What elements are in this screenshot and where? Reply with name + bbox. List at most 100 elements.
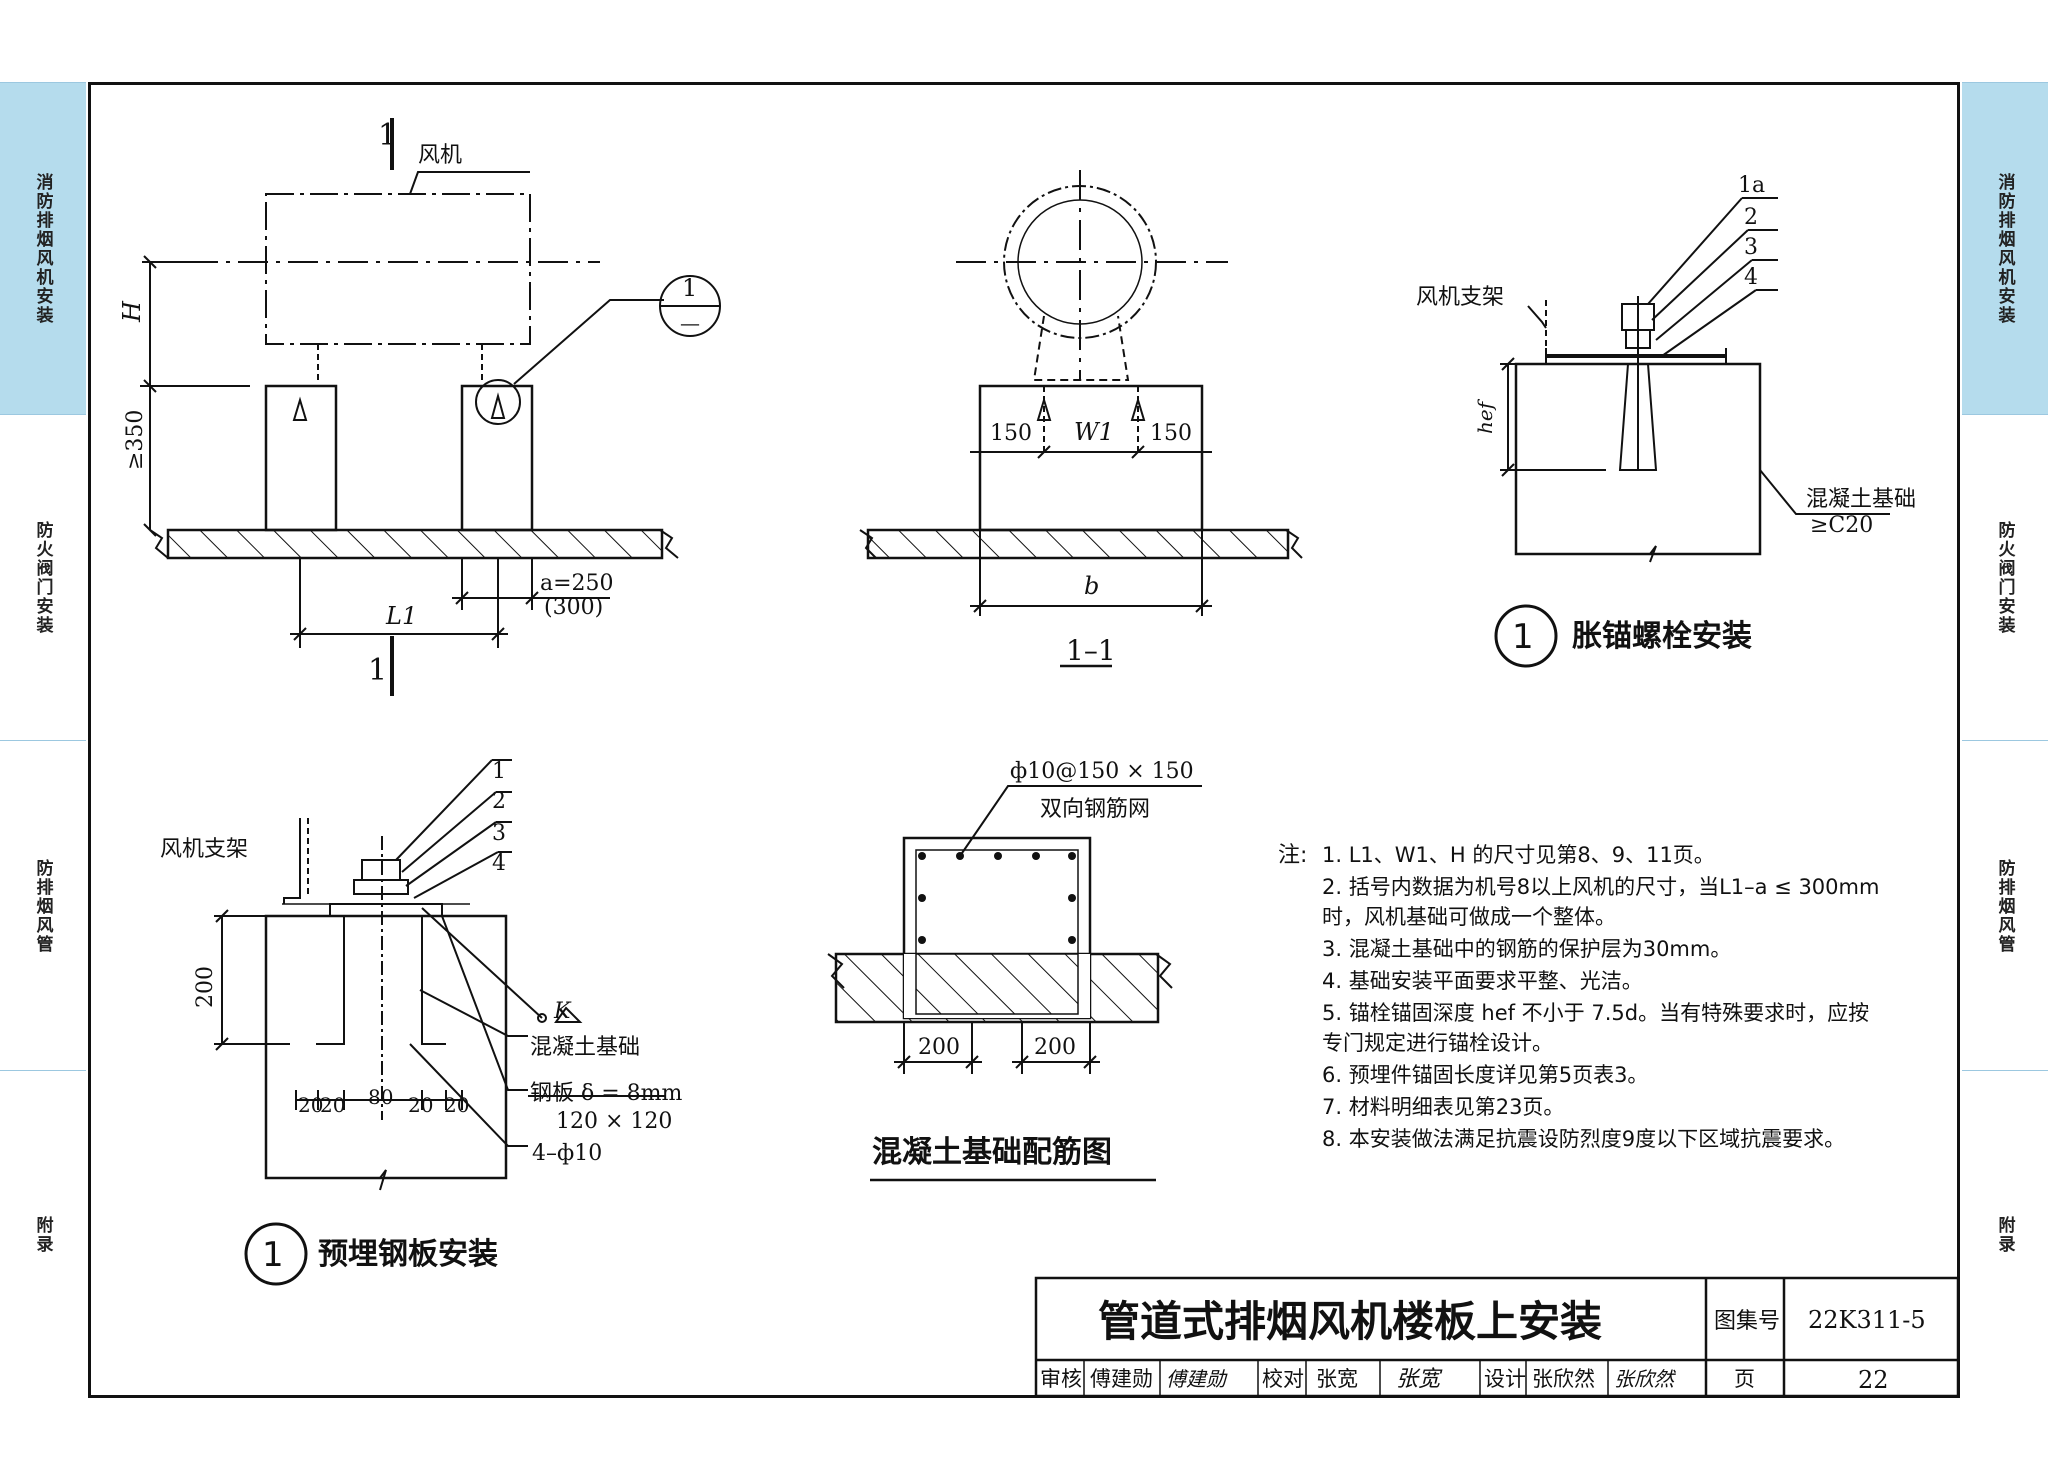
detail-callout-num: 1 (682, 274, 697, 302)
section-anchor-mark (1036, 396, 1052, 421)
note-item: 1. L1、W1、H 的尺寸见第8、9、11页。 (1322, 843, 1715, 867)
anchor-label-2: 2 (1744, 205, 1758, 230)
side-tab-left-appendix[interactable]: 附录 (0, 1070, 86, 1399)
plate-concrete-label: 混凝土基础 (530, 1035, 640, 1060)
note-item: 7. 材料明细表见第23页。 (1322, 1095, 1564, 1119)
side-tab-label: 附录 (1994, 1216, 2015, 1254)
side-tab-label: 附录 (32, 1216, 53, 1254)
plate-k-mark: K (553, 999, 572, 1024)
dim-a-alt: (300) (544, 595, 603, 620)
atlas-label: 图集号 (1714, 1309, 1780, 1334)
plate-title-num: 1 (262, 1235, 284, 1275)
rebar-title: 混凝土基础配筋图 (872, 1135, 1112, 1170)
section-mark-top: 1 (378, 118, 397, 153)
side-tab-left-fan[interactable]: 消防排烟风机安装 (0, 82, 86, 415)
anchor-detail (1494, 197, 1890, 668)
anchor-concrete-label: 混凝土基础 (1806, 487, 1916, 512)
anchor-hef: hef (1473, 398, 1497, 434)
note-item: 5. 锚栓锚固深度 hef 不小于 7.5d。当有特殊要求时，应按 (1322, 1001, 1869, 1025)
note-item: 6. 预埋件锚固长度详见第5页表3。 (1322, 1063, 1648, 1087)
plate-dim-200: 200 (193, 966, 218, 1008)
side-tab-left-duct[interactable]: 防排烟风管 (0, 740, 86, 1071)
side-tab-label: 防火阀门安装 (1994, 521, 2015, 635)
check-signature: 张宽 (1396, 1367, 1443, 1392)
plate-dim-bottom: 20 (320, 1093, 345, 1117)
side-tab-label: 防排烟风管 (32, 858, 53, 954)
section-title: 1–1 (1066, 634, 1116, 667)
anchor-support-label: 风机支架 (1416, 285, 1504, 310)
side-tab-label: 防排烟风管 (1994, 858, 2015, 954)
rebar-dim-right: 200 (1034, 1035, 1076, 1060)
plate-label-3: 3 (492, 821, 506, 846)
plate-label-2: 2 (492, 789, 506, 814)
rebar-desc: 双向钢筋网 (1040, 797, 1150, 822)
elevation-pier-marks (292, 392, 506, 421)
dim-L1: L1 (385, 602, 417, 630)
side-tab-right-valve[interactable]: 防火阀门安装 (1962, 414, 2048, 741)
anchor-title: 胀锚螺栓安装 (1572, 619, 1752, 654)
side-tab-label: 消防排烟风机安装 (32, 173, 53, 325)
rebar-dots (918, 852, 1076, 944)
plate-dim-bottom: 20 (408, 1093, 433, 1117)
note-item: 4. 基础安装平面要求平整、光洁。 (1322, 969, 1643, 993)
drawing-frame (88, 82, 1960, 1398)
plate-detail (214, 759, 666, 1286)
plate-dim-bottom: 20 (298, 1093, 323, 1117)
detail-callout-den: — (680, 311, 700, 335)
side-tab-right-fan[interactable]: 消防排烟风机安装 (1962, 82, 2048, 415)
dim-b: b (1084, 572, 1099, 600)
note-item: 时，风机基础可做成一个整体。 (1322, 905, 1616, 929)
side-tab-label: 消防排烟风机安装 (1994, 173, 2015, 325)
notes: 注: 1. L1、W1、H 的尺寸见第8、9、11页。 2. 括号内数据为机号8… (1278, 843, 1879, 1151)
design-label: 设计 (1484, 1367, 1526, 1391)
plate-label-4: 4 (492, 851, 506, 876)
plate-bars: 4–ф10 (532, 1141, 602, 1166)
note-item: 2. 括号内数据为机号8以上风机的尺寸，当L1–a ≤ 300mm (1322, 875, 1879, 899)
plate-support-label: 风机支架 (160, 837, 248, 862)
title-block-title: 管道式排烟风机楼板上安装 (1098, 1297, 1602, 1346)
notes-header: 注: (1278, 843, 1307, 868)
plate-title: 预埋钢板安装 (318, 1237, 498, 1272)
note-item: 专门规定进行锚栓设计。 (1322, 1031, 1553, 1055)
review-label: 审核 (1040, 1367, 1082, 1391)
anchor-label-4: 4 (1744, 265, 1758, 290)
design-name: 张欣然 (1532, 1367, 1595, 1391)
dim-150-right: 150 (1150, 421, 1192, 446)
side-tab-right-duct[interactable]: 防排烟风管 (1962, 740, 2048, 1071)
page-number: 22 (1858, 1366, 1889, 1394)
side-tab-right-appendix[interactable]: 附录 (1962, 1070, 2048, 1399)
rebar-detail (827, 785, 1202, 1182)
rebar-spec: ф10@150 × 150 (1010, 759, 1194, 784)
review-name: 傅建勋 (1090, 1367, 1153, 1391)
fan-label: 风机 (418, 143, 462, 168)
anchor-grade: ≥C20 (1810, 513, 1873, 538)
atlas-number: 22K311-5 (1808, 1306, 1926, 1334)
plate-size: 120 × 120 (556, 1109, 672, 1134)
section-view (859, 170, 1303, 668)
check-name: 张宽 (1316, 1367, 1358, 1391)
dim-H: H (118, 300, 146, 323)
plate-label-1: 1 (492, 759, 506, 784)
note-item: 8. 本安装做法满足抗震设防烈度9度以下区域抗震要求。 (1322, 1127, 1845, 1151)
note-item: 3. 混凝土基础中的钢筋的保护层为30mm。 (1322, 937, 1731, 961)
anchor-title-num: 1 (1512, 617, 1534, 657)
side-tab-left-valve[interactable]: 防火阀门安装 (0, 414, 86, 741)
design-signature: 张欣然 (1614, 1367, 1677, 1391)
section-mark-bottom: 1 (368, 653, 387, 688)
title-block (1034, 1276, 1960, 1398)
dim-150-left: 150 (990, 421, 1032, 446)
elevation-view (140, 118, 721, 696)
anchor-label-3: 3 (1744, 235, 1758, 260)
anchor-label-1a: 1a (1738, 173, 1765, 198)
dim-W1: W1 (1074, 418, 1114, 446)
plate-dim-bottom: 80 (368, 1085, 393, 1109)
dim-350: ≥350 (123, 410, 148, 470)
review-signature: 傅建勋 (1166, 1367, 1228, 1391)
dim-a: a=250 (540, 571, 614, 596)
check-label: 校对 (1262, 1367, 1304, 1391)
section-anchor-mark (1130, 396, 1146, 421)
side-tab-label: 防火阀门安装 (32, 521, 53, 635)
plate-dim-bottom: 20 (444, 1093, 469, 1117)
plate-spec: 钢板 δ = 8mm (530, 1081, 683, 1106)
